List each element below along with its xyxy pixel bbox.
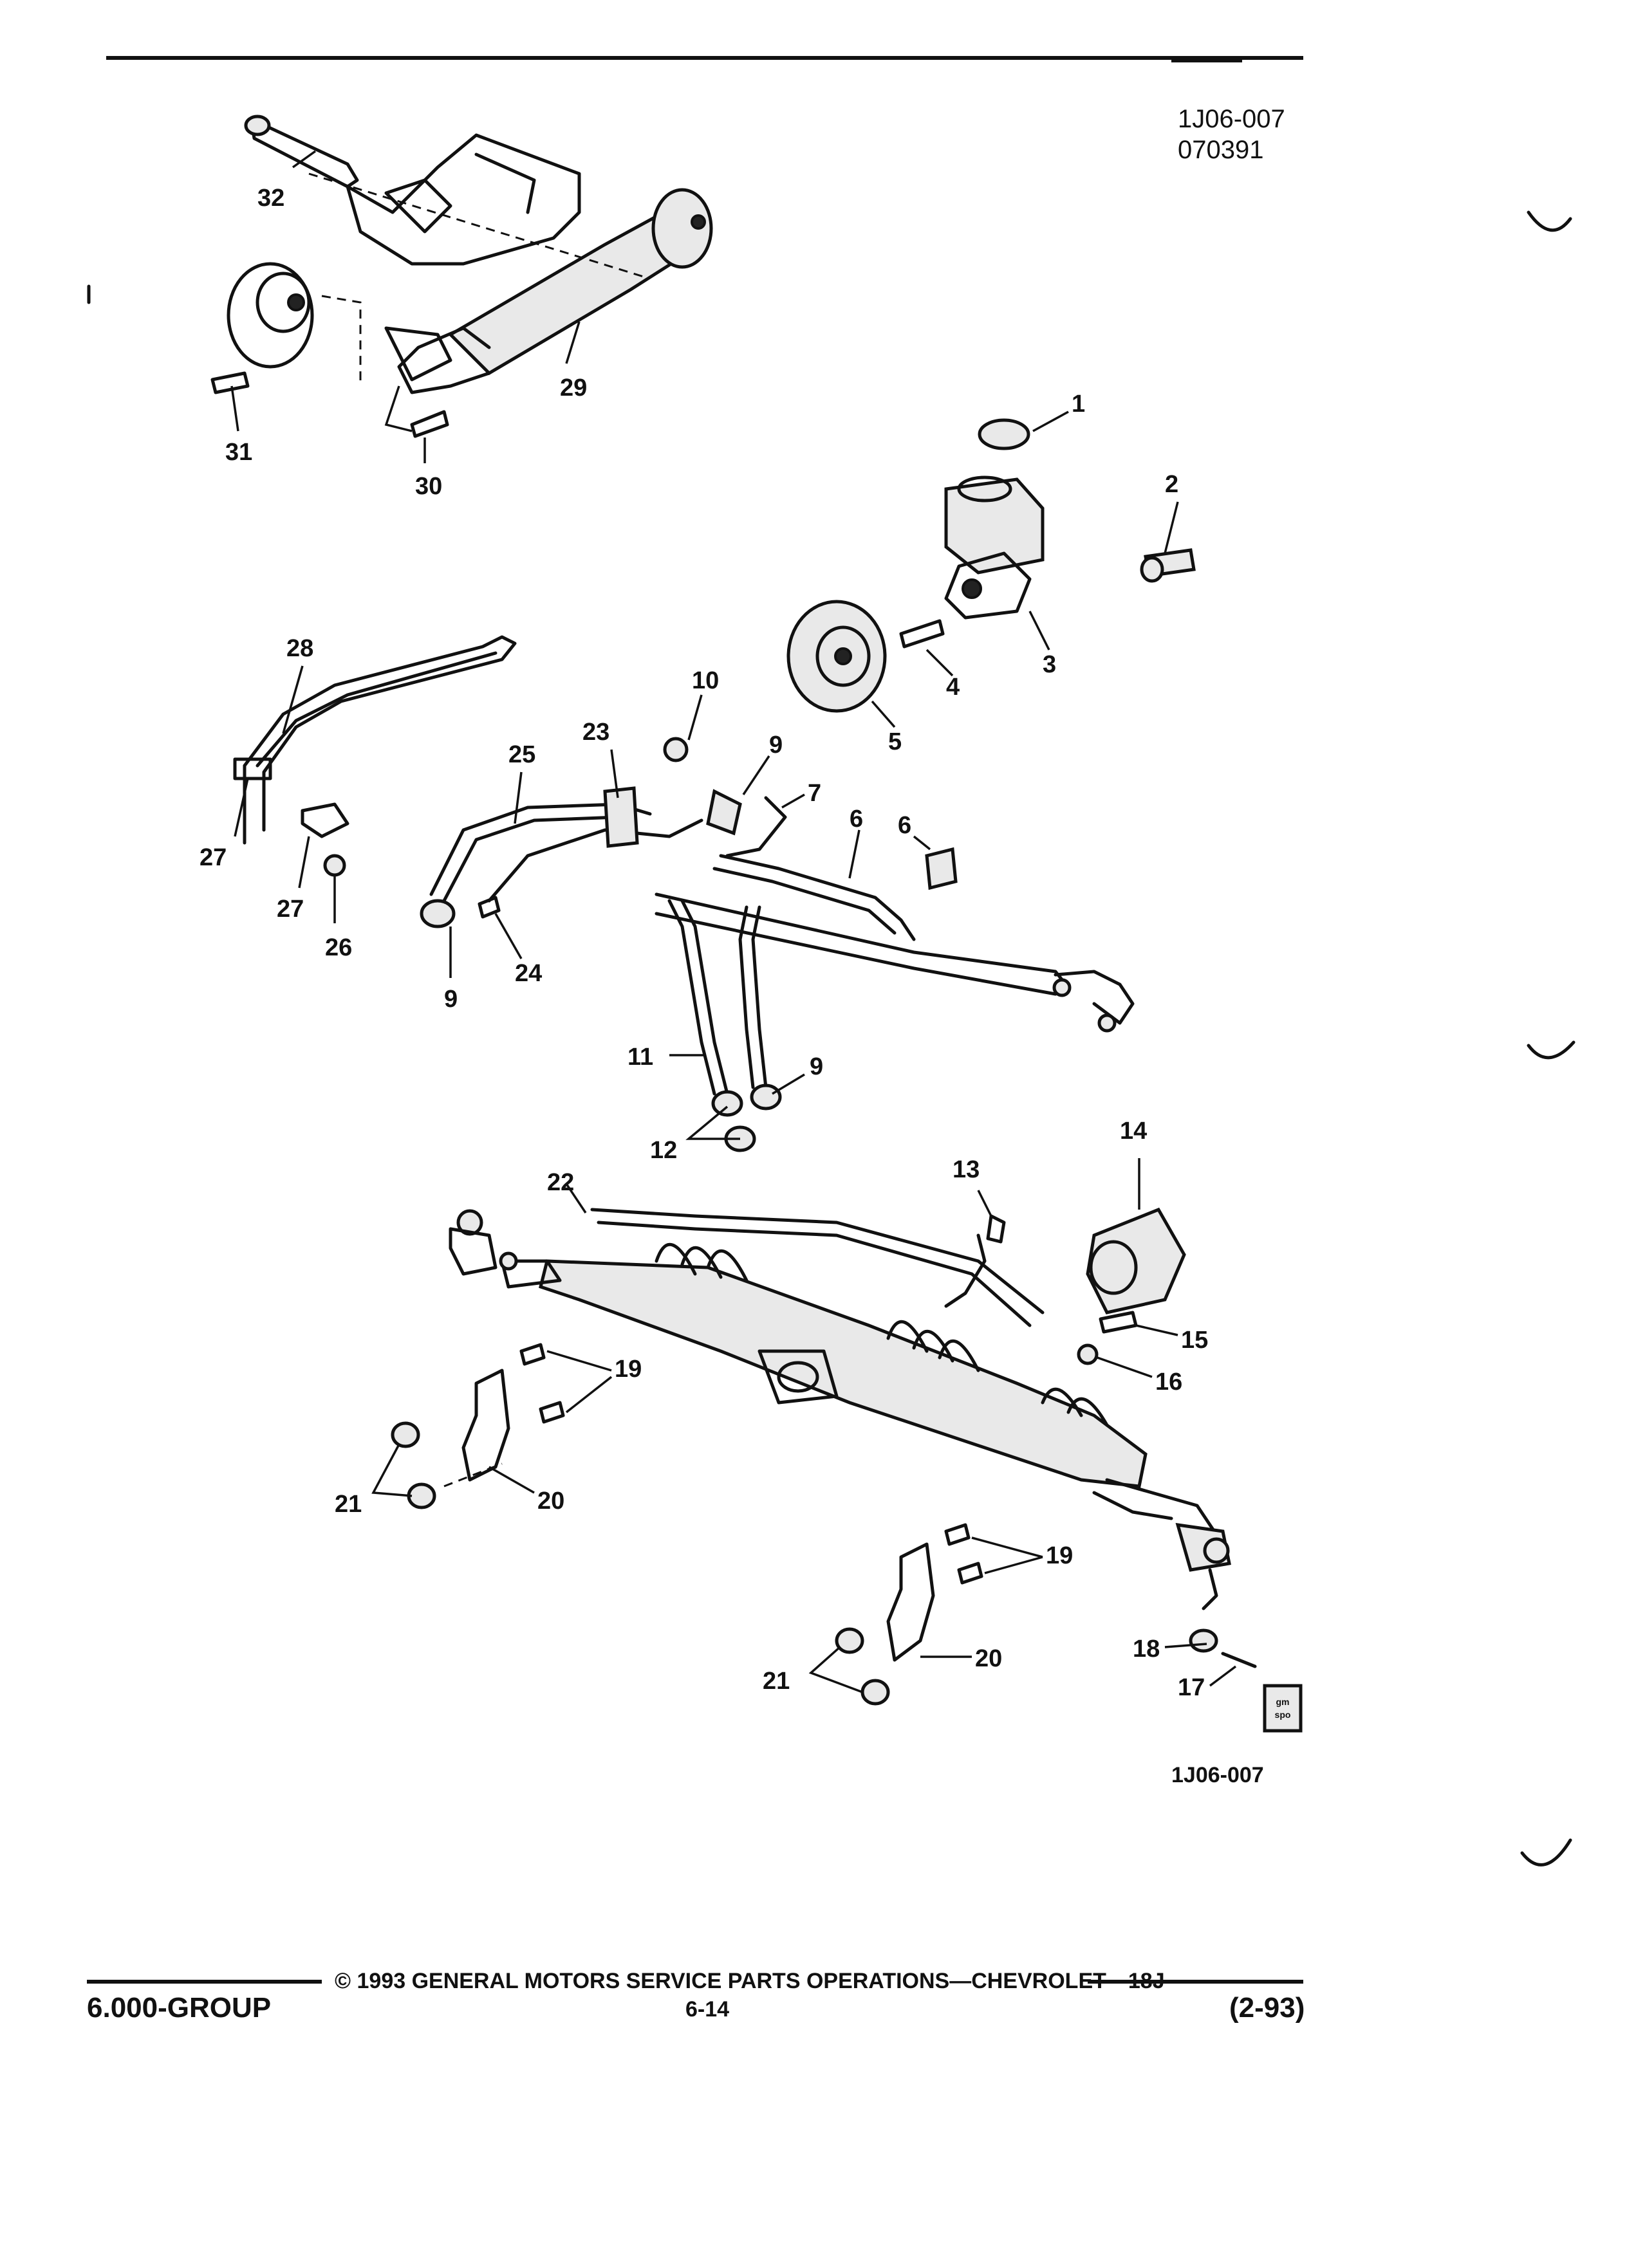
mounting-clamp-20 [886, 1542, 935, 1662]
callout-20: 20 [537, 1488, 564, 1515]
callout-8: 7 [808, 780, 821, 807]
callout-17: 17 [1178, 1674, 1205, 1701]
reservoir-cap [978, 418, 1030, 450]
figure-date: 070391 [1178, 136, 1263, 164]
cooler-lines-group: 28 27 27 26 [200, 635, 517, 961]
callout-21: 21 [763, 1668, 790, 1695]
nut-10 [663, 737, 689, 762]
hoses-group: 10 9 7 6 6 6 11 9 12 9 24 25 23 [420, 667, 1135, 1164]
callout-2: 2 [1165, 471, 1178, 498]
callout-1: 1 [1072, 391, 1085, 418]
callout-24: 23 [582, 719, 609, 746]
callout-13: 13 [953, 1156, 980, 1183]
callout-18: 18 [1133, 1636, 1160, 1663]
callout-5: 5 [888, 728, 902, 755]
steering-gear-group: gm spo 22 13 14 15 16 18 17 [449, 1118, 1303, 1733]
callout-3: 3 [1043, 651, 1056, 678]
callout-12: 12 [650, 1137, 677, 1164]
callout-9: 9 [444, 986, 458, 1013]
cooler-pipe [243, 635, 517, 832]
mount-clamp-right-group: 19 20 21 [763, 1523, 1073, 1706]
mounting-clamp-20 [461, 1369, 510, 1482]
hose-clamp [420, 899, 456, 928]
tie-rod-left [500, 1259, 562, 1289]
gm-spo-logo-mark: gm [1276, 1697, 1290, 1707]
bolt-31 [210, 371, 250, 394]
callout-27: 27 [277, 896, 304, 923]
callout-14: 14 [1120, 1118, 1147, 1145]
pump-reservoir [944, 477, 1045, 575]
callout-7: 6 [850, 806, 863, 833]
pump-bolt [899, 619, 945, 649]
nut-21 [835, 1627, 864, 1654]
hose-fitting-9 [706, 789, 742, 836]
callout-15: 15 [1181, 1327, 1208, 1354]
callout-22: 22 [547, 1169, 574, 1196]
bolt-19 [519, 1343, 546, 1366]
figure-bottom-label: 1J06-007 [1171, 1763, 1264, 1787]
callout-29: 29 [560, 374, 587, 401]
callout-19: 19 [615, 1356, 642, 1383]
callout-20: 20 [975, 1645, 1002, 1672]
bolt-19 [957, 1562, 983, 1585]
hose-clamp [711, 1090, 743, 1117]
bolt-15 [1099, 1311, 1138, 1334]
page-edge-mark [1527, 210, 1572, 232]
callout-27: 27 [200, 844, 227, 871]
bolt-30 [410, 410, 449, 438]
callout-9: 9 [810, 1053, 823, 1080]
pump-body [944, 551, 1032, 620]
pipe-clamp-27b [301, 802, 349, 838]
column-coupling [227, 262, 314, 369]
figure-id: 1J06-007 [1178, 105, 1285, 133]
nut-26 [323, 854, 346, 877]
tie-rod-end-left [456, 1209, 483, 1236]
callout-31: 31 [225, 439, 252, 466]
callout-19: 19 [1046, 1542, 1073, 1569]
callout-28: 28 [286, 635, 313, 662]
pipe-clamp-27a [233, 757, 272, 780]
callout-21: 21 [335, 1491, 362, 1518]
bolt-19 [539, 1401, 565, 1424]
hose-bracket [603, 786, 639, 848]
gm-spo-logo-mark: spo [1275, 1710, 1291, 1720]
steering-gear-housing [539, 1259, 1148, 1488]
mount-clamp-left-group: 19 20 21 [335, 1343, 642, 1518]
nut-16 [1077, 1343, 1099, 1365]
callout-25: 25 [508, 741, 535, 768]
page-edge-mark [1520, 1838, 1572, 1867]
callout-9: 9 [769, 732, 783, 759]
callout-16: 16 [1155, 1369, 1182, 1396]
footer-copyright: © 1993 GENERAL MOTORS SERVICE PARTS OPER… [335, 1969, 1165, 1993]
callout-30: 30 [415, 473, 442, 500]
callout-26: 26 [325, 934, 352, 961]
callout-6-label: 6 [898, 812, 911, 839]
gm-spo-logo [1263, 1684, 1303, 1733]
callout-10: 10 [692, 667, 719, 694]
nut-21 [407, 1482, 436, 1509]
bolt-19 [944, 1523, 971, 1546]
footer-page-number: 6-14 [685, 1997, 730, 2022]
pressure-switch [925, 847, 958, 890]
callout-32: 32 [257, 185, 284, 212]
steering-column-group: 32 31 30 29 [210, 115, 713, 500]
footer-date: (2-93) [1229, 1992, 1305, 2024]
nut-21 [391, 1421, 420, 1448]
callout-11: 11 [628, 1044, 653, 1071]
column-bracket [346, 133, 581, 266]
callout-4: 4 [946, 674, 960, 701]
callout-23: 24 [515, 960, 542, 987]
footer-group: 6.000-GROUP [87, 1992, 272, 2024]
nut-21 [860, 1679, 890, 1706]
page-edge-mark [1527, 1040, 1576, 1060]
nut-18 [1189, 1628, 1218, 1653]
hose-clamp [750, 1083, 782, 1111]
pin-17 [1221, 1652, 1257, 1668]
pump-group: 1 2 3 4 5 [786, 391, 1196, 755]
